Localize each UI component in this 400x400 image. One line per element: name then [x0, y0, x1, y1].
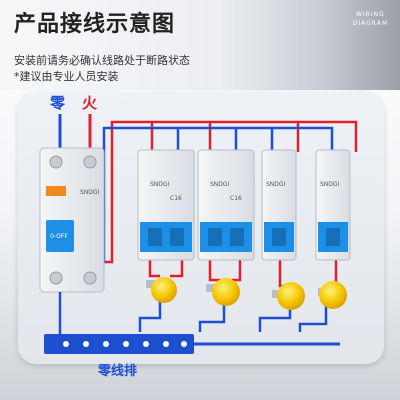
badge-line-1: WIRING: [355, 11, 385, 18]
breaker-2p-1-rating: C16: [170, 195, 182, 202]
breaker-1p-2[interactable]: SNDGI: [315, 149, 351, 261]
breaker-1p-1-toggle[interactable]: [272, 228, 286, 246]
incoming-wires: [58, 114, 92, 150]
breaker-2p-2-brand: SNDGI: [210, 181, 230, 188]
header-band: [0, 0, 400, 90]
breaker-1p-2-brand: SNDGI: [320, 181, 340, 188]
live-label: 火: [82, 94, 98, 112]
live-bus-wire: [92, 120, 358, 264]
badge-line-2: DIAGRAM: [352, 20, 388, 27]
page-title: 产品接线示意图: [14, 12, 176, 37]
neutral-bar: [44, 292, 340, 354]
distribution-wires: [60, 120, 358, 264]
safety-note: 安装前请务必确认线路处于断路状态: [14, 54, 190, 67]
breaker-2p-1-toggle[interactable]: [148, 228, 162, 246]
breaker-1p-1[interactable]: SNDGI: [261, 149, 297, 261]
breaker-2p-1[interactable]: SNDGI C16: [137, 149, 195, 261]
neutral-label: 零: [49, 94, 66, 112]
bulb-1: [146, 277, 177, 303]
install-note: *建议由专业人员安装: [14, 70, 119, 83]
rcd-toggle[interactable]: [46, 220, 74, 252]
breaker-2p-2[interactable]: SNDGI C16: [197, 149, 255, 261]
breaker-2p-2-rating: C16: [230, 195, 242, 202]
diagram-badge: WIRING DIAGRAM: [353, 10, 388, 28]
bulb-4: [318, 281, 347, 309]
bulb-2: [206, 278, 240, 306]
rcd-device[interactable]: SNDGI 0-OFF: [39, 147, 105, 293]
bulb-3: [272, 282, 305, 310]
breaker-1p-1-brand: SNDGI: [266, 181, 286, 188]
rcd-brand: SNDGI: [80, 189, 100, 196]
neutral-bar-label: 零线排: [97, 363, 137, 379]
breaker-2p-1-brand: SNDGI: [150, 181, 170, 188]
breaker-1p-2-toggle[interactable]: [326, 228, 340, 246]
rcd-button-label: 0-OFF: [50, 233, 68, 240]
breaker-2p-2-toggle[interactable]: [208, 228, 222, 246]
test-button[interactable]: [46, 186, 66, 196]
